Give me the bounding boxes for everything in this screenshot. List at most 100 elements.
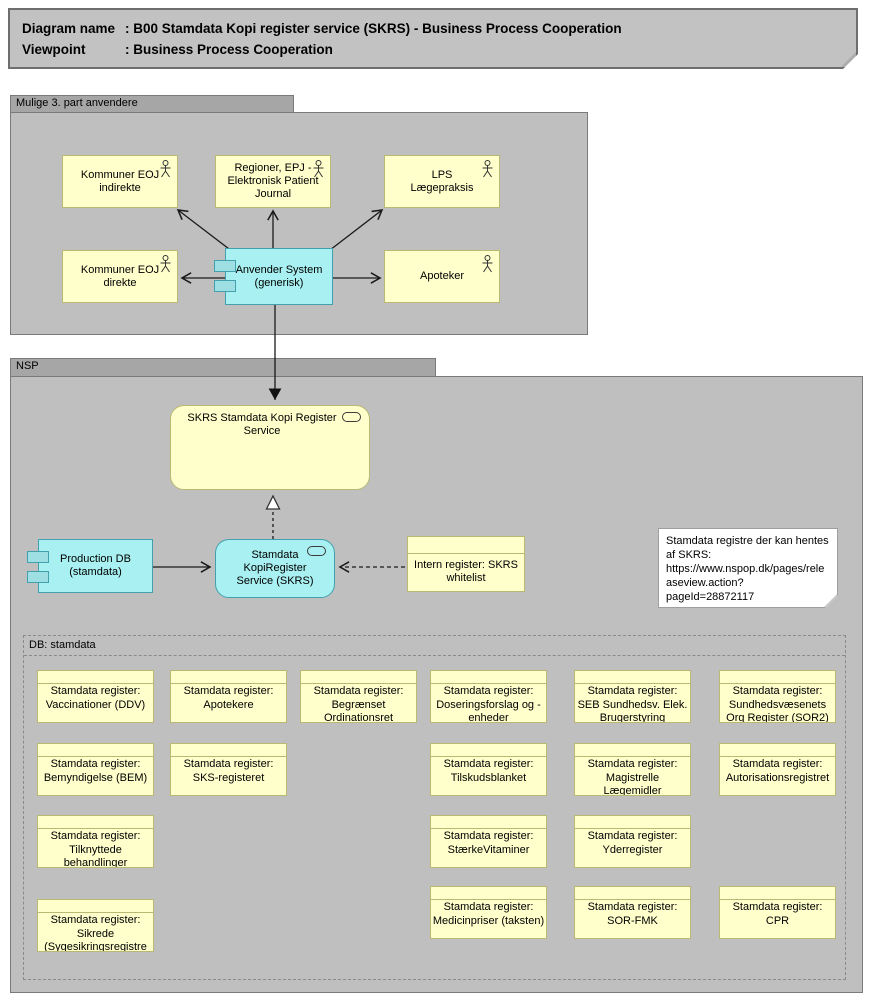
actor-label: LPS Lægepraksis <box>410 168 474 194</box>
object-band <box>575 816 690 829</box>
register-label: Stamdata register: Magistrelle Lægemidle… <box>587 758 678 796</box>
group-db-stamdata[interactable]: DB: stamdata <box>23 635 846 980</box>
diagram-name-row: Diagram name: B00 Stamdata Kopi register… <box>22 18 844 39</box>
component-label: Production DB (stamdata) <box>60 553 131 578</box>
object-band <box>38 816 153 829</box>
actor-kommuner-eoj-direkte[interactable]: Kommuner EOJ direkte <box>62 250 178 303</box>
separator: : <box>125 42 134 57</box>
group-db-label: DB: stamdata <box>24 636 845 656</box>
component-anvender-system[interactable]: Anvender System (generisk) <box>214 248 333 305</box>
object-band <box>431 671 546 684</box>
object-band <box>575 887 690 900</box>
register-box[interactable]: Stamdata register: Tilskudsblanket <box>430 743 547 796</box>
register-label: Stamdata register: StærkeVitaminer <box>443 830 534 856</box>
actor-label: Kommuner EOJ indirekte <box>80 168 160 194</box>
business-actor-icon <box>159 160 172 178</box>
service-icon <box>307 546 326 556</box>
object-band <box>301 671 416 684</box>
actor-kommuner-eoj-indirekte[interactable]: Kommuner EOJ indirekte <box>62 155 178 208</box>
group-tab-third-party[interactable]: Mulige 3. part anvendere <box>10 95 294 113</box>
object-band <box>38 744 153 757</box>
register-box[interactable]: Stamdata register: Bemyndigelse (BEM) <box>37 743 154 796</box>
object-band <box>171 744 286 757</box>
register-label: Stamdata register: Tilskudsblanket <box>443 758 534 784</box>
register-box[interactable]: Stamdata register: Medicinpriser (takste… <box>430 886 547 939</box>
register-box[interactable]: Stamdata register: SOR-FMK <box>574 886 691 939</box>
register-label: Stamdata register: Begrænset Ordinations… <box>313 685 404 723</box>
group-tab-nsp[interactable]: NSP <box>10 358 436 377</box>
register-box[interactable]: Stamdata register: Yderregister <box>574 815 691 868</box>
actor-label: Kommuner EOJ direkte <box>80 263 160 289</box>
component-icon <box>27 551 49 563</box>
object-band <box>431 816 546 829</box>
service-label: SKRS Stamdata Kopi Register Service <box>187 412 337 437</box>
register-box[interactable]: Stamdata register: Doseringsforslag og -… <box>430 670 547 723</box>
register-label: Stamdata register: SKS-registeret <box>183 758 274 784</box>
viewpoint-label: Viewpoint <box>22 42 86 57</box>
component-icon <box>27 571 49 583</box>
separator: : <box>125 21 134 36</box>
register-box[interactable]: Stamdata register: Autorisationsregistre… <box>719 743 836 796</box>
object-band <box>575 744 690 757</box>
register-label: Stamdata register: Sundhedsvæsenets Org … <box>726 685 829 723</box>
register-box[interactable]: Stamdata register: SKS-registeret <box>170 743 287 796</box>
register-label: Stamdata register: CPR <box>732 901 823 927</box>
register-label: Stamdata register: Tilknyttede behandlin… <box>50 830 141 868</box>
register-label: Stamdata register: Autorisationsregistre… <box>725 758 830 784</box>
register-box[interactable]: Stamdata register: StærkeVitaminer <box>430 815 547 868</box>
register-label: Stamdata register: Doseringsforslag og -… <box>436 685 541 723</box>
component-label: Anvender System (generisk) <box>235 263 323 289</box>
register-box[interactable]: Stamdata register: Tilknyttede behandlin… <box>37 815 154 868</box>
object-band <box>431 744 546 757</box>
actor-apoteker[interactable]: Apoteker <box>384 250 500 303</box>
object-band <box>171 671 286 684</box>
note-stamdata-registre[interactable]: Stamdata registre der kan hentes af SKRS… <box>658 528 838 608</box>
register-box[interactable]: Stamdata register: SEB Sundhedsv. Elek. … <box>574 670 691 723</box>
object-band <box>408 537 524 554</box>
viewpoint-row: Viewpoint: Business Process Cooperation <box>22 39 844 60</box>
component-icon <box>214 260 236 272</box>
actor-label: Regioner, EPJ - Elektronisk Patient Jour… <box>227 162 319 200</box>
register-box[interactable]: Stamdata register: Magistrelle Lægemidle… <box>574 743 691 796</box>
business-actor-icon <box>159 255 172 273</box>
object-band <box>431 887 546 900</box>
object-band <box>720 887 835 900</box>
service-skrs-stamdata-kopi-register[interactable]: SKRS Stamdata Kopi Register Service <box>170 405 370 490</box>
register-label: Stamdata register: Medicinpriser (takste… <box>432 901 545 927</box>
service-stamdata-kopiregister[interactable]: Stamdata KopiRegister Service (SKRS) <box>215 539 335 598</box>
actor-lps-laegepraksis[interactable]: LPS Lægepraksis <box>384 155 500 208</box>
register-box[interactable]: Stamdata register: Apotekere <box>170 670 287 723</box>
component-icon <box>214 280 236 292</box>
actor-label: Apoteker <box>419 270 465 282</box>
register-label: Stamdata register: Yderregister <box>587 830 678 856</box>
register-box[interactable]: Stamdata register: Sikrede (Sygesikrings… <box>37 899 154 952</box>
register-label: Stamdata register: SOR-FMK <box>587 901 678 927</box>
object-band <box>38 900 153 913</box>
component-production-db[interactable]: Production DB (stamdata) <box>27 539 153 593</box>
business-actor-icon <box>481 255 494 273</box>
register-label: Stamdata register: Apotekere <box>183 685 274 711</box>
object-band <box>575 671 690 684</box>
object-label: Intern register: SKRS whitelist <box>414 559 518 584</box>
register-label: Stamdata register: Vaccinationer (DDV) <box>45 685 146 711</box>
register-box[interactable]: Stamdata register: Sundhedsvæsenets Org … <box>719 670 836 723</box>
register-label: Stamdata register: Bemyndigelse (BEM) <box>43 758 148 784</box>
object-band <box>38 671 153 684</box>
title-block: Diagram name: B00 Stamdata Kopi register… <box>8 8 858 69</box>
register-box[interactable]: Stamdata register: Vaccinationer (DDV) <box>37 670 154 723</box>
note-text: Stamdata registre der kan hentes af SKRS… <box>666 535 829 603</box>
business-object-intern-register[interactable]: Intern register: SKRS whitelist <box>407 536 525 592</box>
register-label: Stamdata register: Sikrede (Sygesikrings… <box>44 914 147 952</box>
actor-regioner-epj[interactable]: Regioner, EPJ - Elektronisk Patient Jour… <box>215 155 331 208</box>
object-band <box>720 744 835 757</box>
object-band <box>720 671 835 684</box>
diagram-name-label: Diagram name <box>22 21 116 36</box>
business-actor-icon <box>312 160 325 178</box>
register-box[interactable]: Stamdata register: CPR <box>719 886 836 939</box>
business-actor-icon <box>481 160 494 178</box>
diagram-name-value: B00 Stamdata Kopi register service (SKRS… <box>133 21 622 36</box>
service-icon <box>342 412 361 422</box>
service-label: Stamdata KopiRegister Service (SKRS) <box>236 549 314 587</box>
register-box[interactable]: Stamdata register: Begrænset Ordinations… <box>300 670 417 723</box>
